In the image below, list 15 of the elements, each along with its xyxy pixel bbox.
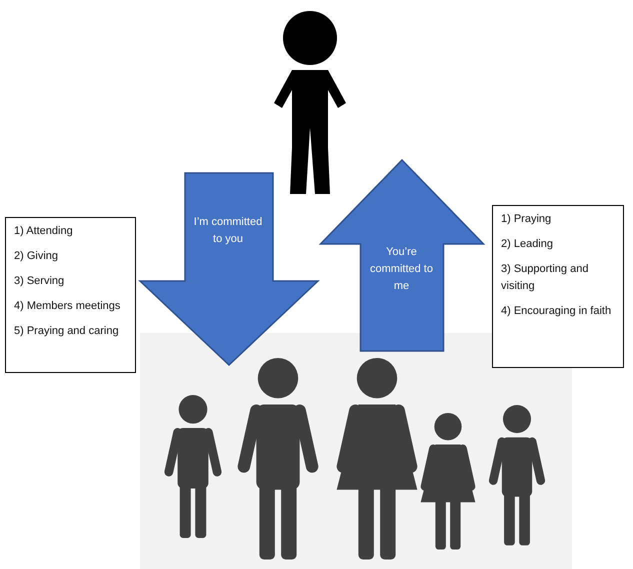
list-item: 1) Praying bbox=[501, 212, 552, 227]
list-item: 4) Encouraging in faith bbox=[501, 304, 612, 319]
list-box bbox=[5, 217, 136, 373]
list-box bbox=[492, 205, 624, 368]
block-arrow bbox=[318, 158, 486, 352]
list-item: 3) Serving bbox=[14, 274, 66, 289]
edge-label: You’re committed to me bbox=[369, 245, 434, 294]
list-item: 2) Leading bbox=[501, 237, 554, 252]
list-item: 5) Praying and caring bbox=[14, 324, 120, 339]
list-item: 3) Supporting and visiting bbox=[501, 262, 590, 294]
block-arrow bbox=[138, 172, 320, 366]
list-item: 4) Members meetings bbox=[14, 299, 122, 314]
list-item: 1) Attending bbox=[14, 224, 74, 239]
edge-label: I’m committed to you bbox=[192, 215, 264, 247]
list-item: 2) Giving bbox=[14, 249, 60, 264]
